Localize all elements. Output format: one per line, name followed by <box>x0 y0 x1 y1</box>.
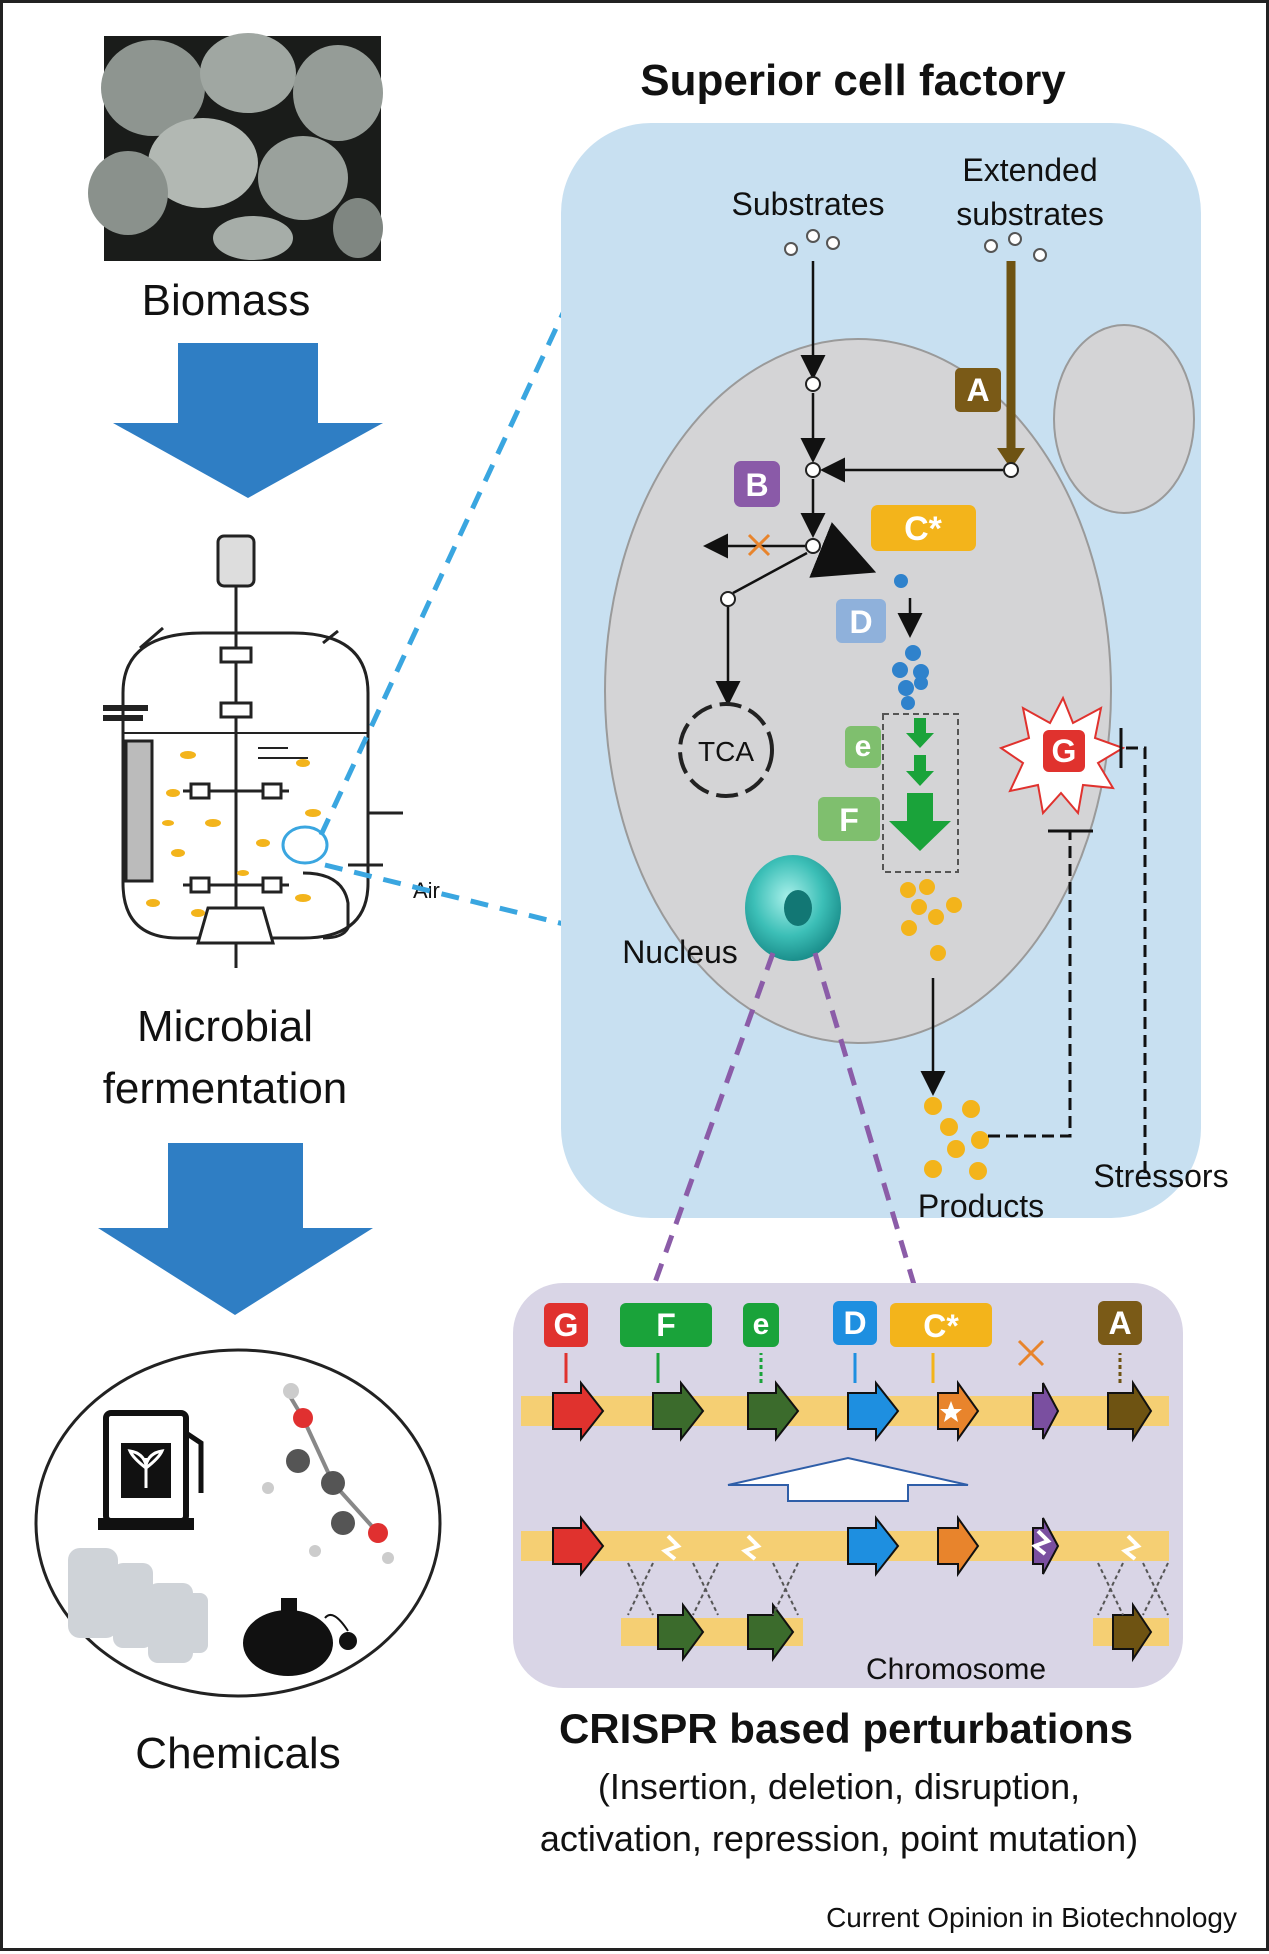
zoom-line-top <box>318 294 574 837</box>
product-pathway-box <box>882 713 959 873</box>
badge-G: G <box>1043 730 1085 772</box>
chromo-badge-e: e <box>743 1303 779 1347</box>
svg-text:B: B <box>745 467 768 503</box>
genes-inserted <box>657 1601 1153 1663</box>
fermentation-label-1: Microbial <box>137 1002 313 1051</box>
intermediate-dots <box>892 574 929 710</box>
bioreactor-icon <box>103 534 403 968</box>
pathway-nodes <box>720 376 1019 607</box>
nucleolus <box>784 890 812 926</box>
svg-text:C*: C* <box>904 510 943 548</box>
badge-A: A <box>955 368 1001 412</box>
point-mutation-star-icon <box>940 1401 962 1422</box>
biomass-label: Biomass <box>142 276 311 325</box>
svg-text:A: A <box>1108 1305 1131 1341</box>
regulation-arrows <box>564 1353 1122 1383</box>
chromosome-top <box>521 1396 1169 1426</box>
svg-text:G: G <box>1052 733 1077 769</box>
perfume-icon <box>243 1598 357 1676</box>
tca-cycle <box>678 702 774 798</box>
svg-text:F: F <box>839 802 859 838</box>
svg-text:F: F <box>656 1307 676 1343</box>
extended-substrates-label-1: Extended <box>962 152 1097 188</box>
svg-text:C*: C* <box>923 1308 959 1344</box>
chromosome-label: Chromosome <box>866 1653 1046 1686</box>
extended-substrate-arrowhead <box>997 448 1025 469</box>
svg-text:D: D <box>843 1305 866 1341</box>
feedback-repression <box>988 728 1147 1173</box>
chromo-badge-F: F <box>620 1303 712 1347</box>
molecule-icon <box>262 1383 394 1564</box>
biomass-image <box>88 33 383 261</box>
badge-F: F <box>818 797 880 841</box>
genes-bottom <box>552 1514 1060 1578</box>
badge-C-star: C* <box>871 505 976 551</box>
svg-text:e: e <box>753 1308 770 1341</box>
fermentation-label-2: fermentation <box>103 1064 348 1113</box>
improvement-arrow <box>727 1456 969 1502</box>
product-dots-outside <box>924 1097 989 1180</box>
crispr-subtitle-2: activation, repression, point mutation) <box>540 1818 1138 1859</box>
daughter-cell <box>1053 324 1195 514</box>
chromo-badge-C-star: C* <box>890 1303 992 1347</box>
footer-credit: Current Opinion in Biotechnology <box>826 1902 1237 1933</box>
bottles-icon <box>68 1548 208 1663</box>
down-arrow-2 <box>98 1143 373 1315</box>
badge-B: B <box>734 461 780 507</box>
badge-e: e <box>845 726 881 768</box>
products-label: Products <box>918 1188 1044 1224</box>
chromo-deletion-cross <box>1017 1339 1045 1367</box>
genes-top <box>552 1379 1153 1443</box>
break-marks <box>661 1529 1142 1561</box>
nucleus-label: Nucleus <box>622 934 738 970</box>
badge-D: D <box>836 599 886 643</box>
crispr-subtitle-1: (Insertion, deletion, disruption, <box>598 1766 1080 1807</box>
chromo-badge-G: G <box>544 1303 588 1347</box>
svg-text:e: e <box>855 730 872 763</box>
chromo-badge-D: D <box>833 1301 877 1345</box>
crossover-lines <box>627 1562 1169 1616</box>
zoom-line-bottom <box>324 862 569 928</box>
cell-factory-title: Superior cell factory <box>640 56 1066 105</box>
svg-text:D: D <box>849 604 872 640</box>
svg-text:G: G <box>554 1307 579 1343</box>
stressors-label: Stressors <box>1093 1158 1228 1194</box>
crispr-title: CRISPR based perturbations <box>559 1705 1133 1752</box>
figure-canvas: Biomass Air Microbi <box>34 33 1237 1933</box>
deletion-cross <box>747 533 771 557</box>
tca-label: TCA <box>698 736 754 767</box>
cell-body <box>604 338 1112 1044</box>
down-arrow-1 <box>113 343 383 498</box>
green-arrows <box>889 718 951 851</box>
chemicals-label: Chemicals <box>135 1729 340 1778</box>
substrates-label: Substrates <box>732 186 885 222</box>
extended-substrates-label-2: substrates <box>956 196 1104 232</box>
product-dots-inside <box>900 879 962 961</box>
substrate-dots <box>784 229 1047 262</box>
chromo-badge-A: A <box>1098 1301 1142 1345</box>
chemicals-circle <box>34 1348 442 1698</box>
svg-text:A: A <box>966 372 989 408</box>
zoom-circle <box>281 825 329 865</box>
microbes <box>146 751 321 917</box>
chromosome-bottom <box>521 1531 1169 1561</box>
